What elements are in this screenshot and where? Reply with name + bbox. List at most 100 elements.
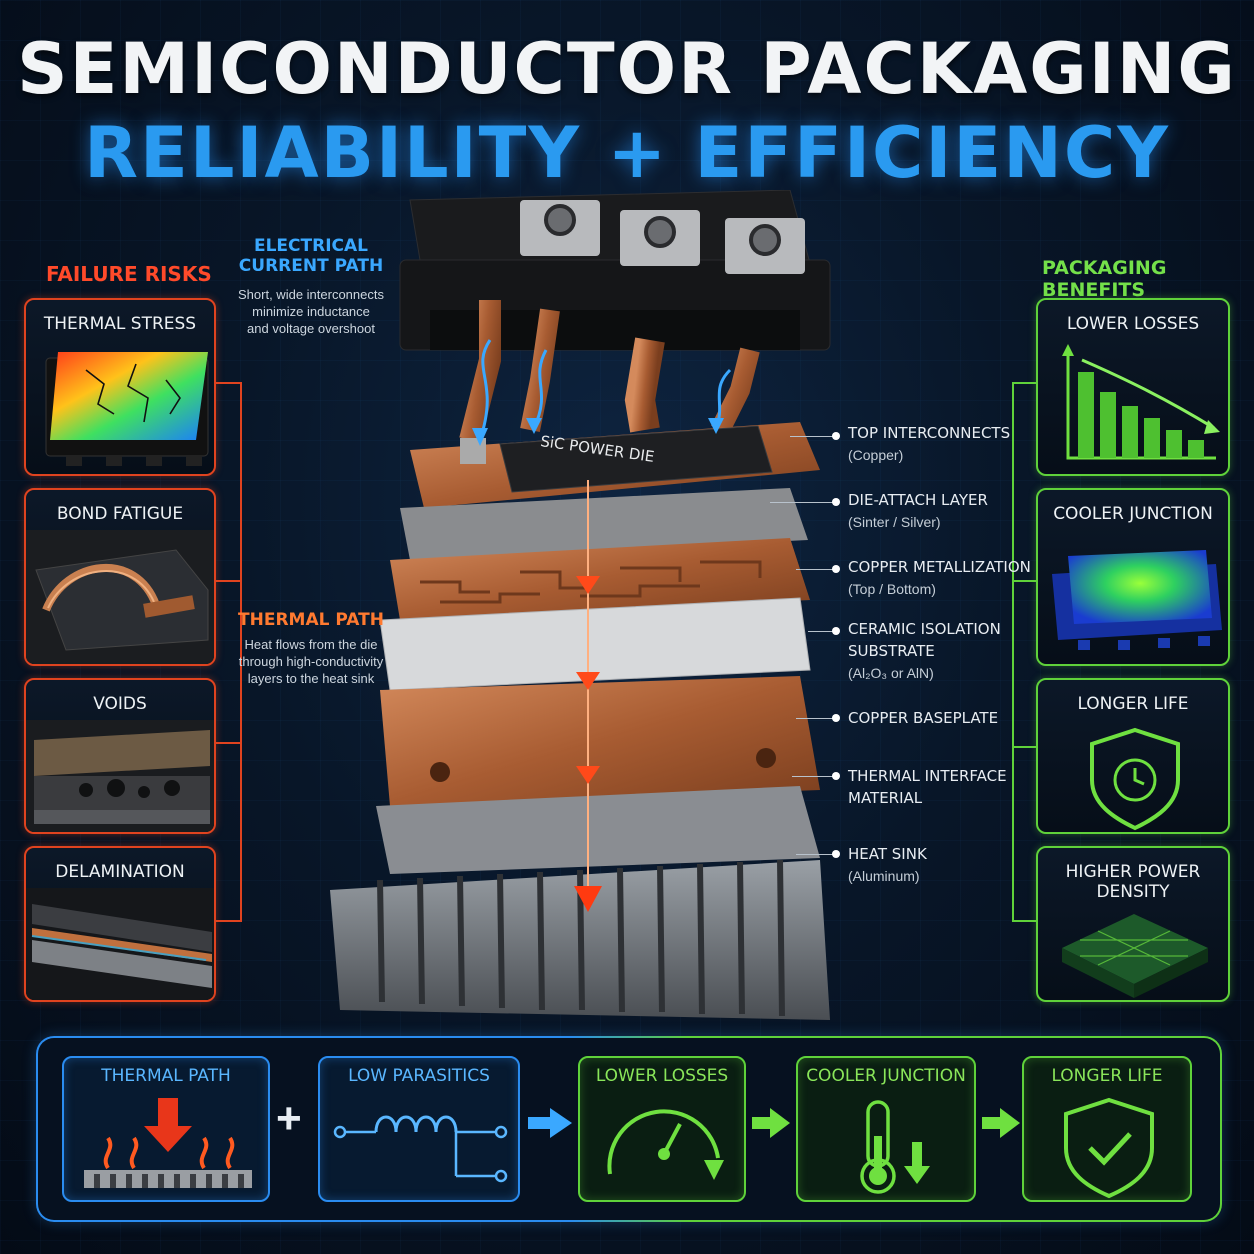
layer-sub: (Al₂O₃ or AlN)	[848, 665, 934, 681]
arrow-right-icon	[982, 1108, 1020, 1138]
thermal-text-line1: Heat flows from the die	[244, 637, 378, 652]
electrical-text-line1: Short, wide interconnects	[238, 287, 384, 302]
packaging-benefits-heading: PACKAGING BENEFITS	[1042, 257, 1167, 301]
flow-step-label: LOW PARASITICS	[348, 1066, 490, 1086]
leader-line	[796, 569, 834, 570]
leader-dot	[832, 772, 840, 780]
layer-name: TOP INTERCONNECTS	[848, 424, 1011, 442]
electrical-title-line1: ELECTRICAL	[253, 236, 368, 256]
electrical-path-title: ELECTRICAL CURRENT PATH	[236, 236, 386, 276]
flow-step-label: LONGER LIFE	[1051, 1066, 1163, 1086]
thermal-text-line3: layers to the heat sink	[247, 671, 375, 686]
leader-dot	[832, 714, 840, 722]
flow-step-longer-life: LONGER LIFE	[1022, 1056, 1192, 1202]
layer-sub: (Copper)	[848, 447, 904, 463]
lower-losses-chart-icon	[1062, 344, 1220, 460]
thermal-text-line2: through high-conductivity	[238, 654, 384, 669]
leader-dot	[832, 432, 840, 440]
leader-line	[770, 502, 834, 503]
flow-step-label: LOWER LOSSES	[595, 1066, 729, 1086]
layer-name: DIE-ATTACH LAYER	[848, 491, 988, 509]
longer-life-shield-icon	[1090, 727, 1180, 831]
layer-sub: (Top / Bottom)	[848, 581, 936, 597]
benefit-label: LONGER LIFE	[1077, 694, 1189, 714]
layer-name: CERAMIC ISOLATION	[848, 620, 1001, 638]
benefit-card-higher-power-density: HIGHER POWER DENSITY	[1036, 846, 1230, 1002]
layer-label-die-attach: DIE-ATTACH LAYER (Sinter / Silver)	[848, 489, 988, 533]
benefit-card-cooler-junction: COOLER JUNCTION	[1036, 488, 1230, 666]
thermal-path-title: THERMAL PATH	[238, 610, 384, 630]
inductor-icon	[333, 1115, 508, 1183]
leader-dot	[832, 627, 840, 635]
flow-step-thermal-path: THERMAL PATH	[62, 1056, 270, 1202]
layer-name: MATERIAL	[848, 789, 923, 807]
layer-label-top-interconnects: TOP INTERCONNECTS (Copper)	[848, 422, 1010, 466]
layer-label-thermal-interface: THERMAL INTERFACE MATERIAL	[848, 765, 1007, 809]
bond-fatigue-image	[26, 530, 214, 664]
flow-step-label: COOLER JUNCTION	[806, 1066, 966, 1086]
layer-name: HEAT SINK	[848, 845, 927, 863]
risk-connector	[216, 742, 242, 744]
benefit-label: COOLER JUNCTION	[1053, 504, 1213, 524]
layer-label-heat-sink: HEAT SINK (Aluminum)	[848, 843, 927, 887]
power-density-chip-icon	[1062, 914, 1208, 998]
benefit-label: HIGHER POWER DENSITY	[1065, 862, 1201, 902]
cooler-junction-chip-icon	[1052, 550, 1222, 650]
electrical-path-text: Short, wide interconnects minimize induc…	[226, 286, 396, 337]
layer-name: SUBSTRATE	[848, 642, 935, 660]
layer-label-ceramic-substrate: CERAMIC ISOLATION SUBSTRATE (Al₂O₃ or Al…	[848, 618, 1001, 684]
leader-line	[792, 776, 834, 777]
benefit-card-lower-losses: LOWER LOSSES	[1036, 298, 1230, 476]
plus-symbol: +	[276, 1094, 302, 1143]
exploded-module-diagram	[330, 190, 831, 1020]
failure-risks-heading: FAILURE RISKS	[46, 262, 212, 286]
electrical-title-line2: CURRENT PATH	[238, 256, 384, 276]
risk-card-delamination: DELAMINATION	[24, 846, 216, 1002]
flow-step-cooler-junction: COOLER JUNCTION	[796, 1056, 976, 1202]
risk-bracket	[216, 382, 242, 922]
risk-label: BOND FATIGUE	[56, 504, 184, 524]
layer-name: THERMAL INTERFACE	[848, 767, 1007, 785]
risk-label: THERMAL STRESS	[43, 314, 197, 334]
layer-sub: (Sinter / Silver)	[848, 514, 941, 530]
benefit-connector	[1012, 580, 1036, 582]
benefit-bracket	[1012, 382, 1036, 922]
risk-card-bond-fatigue: BOND FATIGUE	[24, 488, 216, 666]
flow-step-lower-losses: LOWER LOSSES	[578, 1056, 746, 1202]
layer-label-copper-metallization: COPPER METALLIZATION (Top / Bottom)	[848, 556, 1031, 600]
leader-line	[796, 854, 834, 855]
risk-card-voids: VOIDS	[24, 678, 216, 834]
flow-step-low-parasitics: LOW PARASITICS	[318, 1056, 520, 1202]
electrical-text-line2: minimize inductance	[252, 304, 370, 319]
arrow-right-icon	[528, 1108, 572, 1138]
page-subtitle: RELIABILITY + EFFICIENCY	[84, 112, 1170, 194]
delamination-image	[26, 888, 214, 1000]
heat-flow-icon	[84, 1098, 252, 1188]
flow-step-label: THERMAL PATH	[101, 1066, 231, 1086]
voids-image	[26, 720, 214, 832]
shield-check-icon	[1064, 1097, 1154, 1199]
thermometer-icon	[860, 1100, 930, 1194]
electrical-text-line3: and voltage overshoot	[247, 321, 375, 336]
layer-name: COPPER BASEPLATE	[848, 709, 999, 727]
thermal-stress-image	[45, 352, 209, 466]
arrow-right-icon	[752, 1108, 790, 1138]
leader-line	[790, 436, 834, 437]
leader-line	[808, 631, 834, 632]
risk-connector	[216, 580, 242, 582]
leader-dot	[832, 565, 840, 573]
leader-dot	[832, 850, 840, 858]
benefit-label: LOWER LOSSES	[1066, 314, 1200, 334]
layer-sub: (Aluminum)	[848, 868, 920, 884]
benefit-connector	[1012, 746, 1036, 748]
layer-label-copper-baseplate: COPPER BASEPLATE	[848, 707, 998, 729]
thermal-path-text: Heat flows from the die through high-con…	[226, 636, 396, 687]
gauge-icon	[607, 1109, 724, 1180]
leader-dot	[832, 498, 840, 506]
risk-label: DELAMINATION	[55, 862, 185, 882]
risk-card-thermal-stress: THERMAL STRESS	[24, 298, 216, 476]
risk-label: VOIDS	[93, 694, 147, 714]
benefit-card-longer-life: LONGER LIFE	[1036, 678, 1230, 834]
leader-line	[796, 718, 834, 719]
page-title: SEMICONDUCTOR PACKAGING	[17, 28, 1237, 110]
